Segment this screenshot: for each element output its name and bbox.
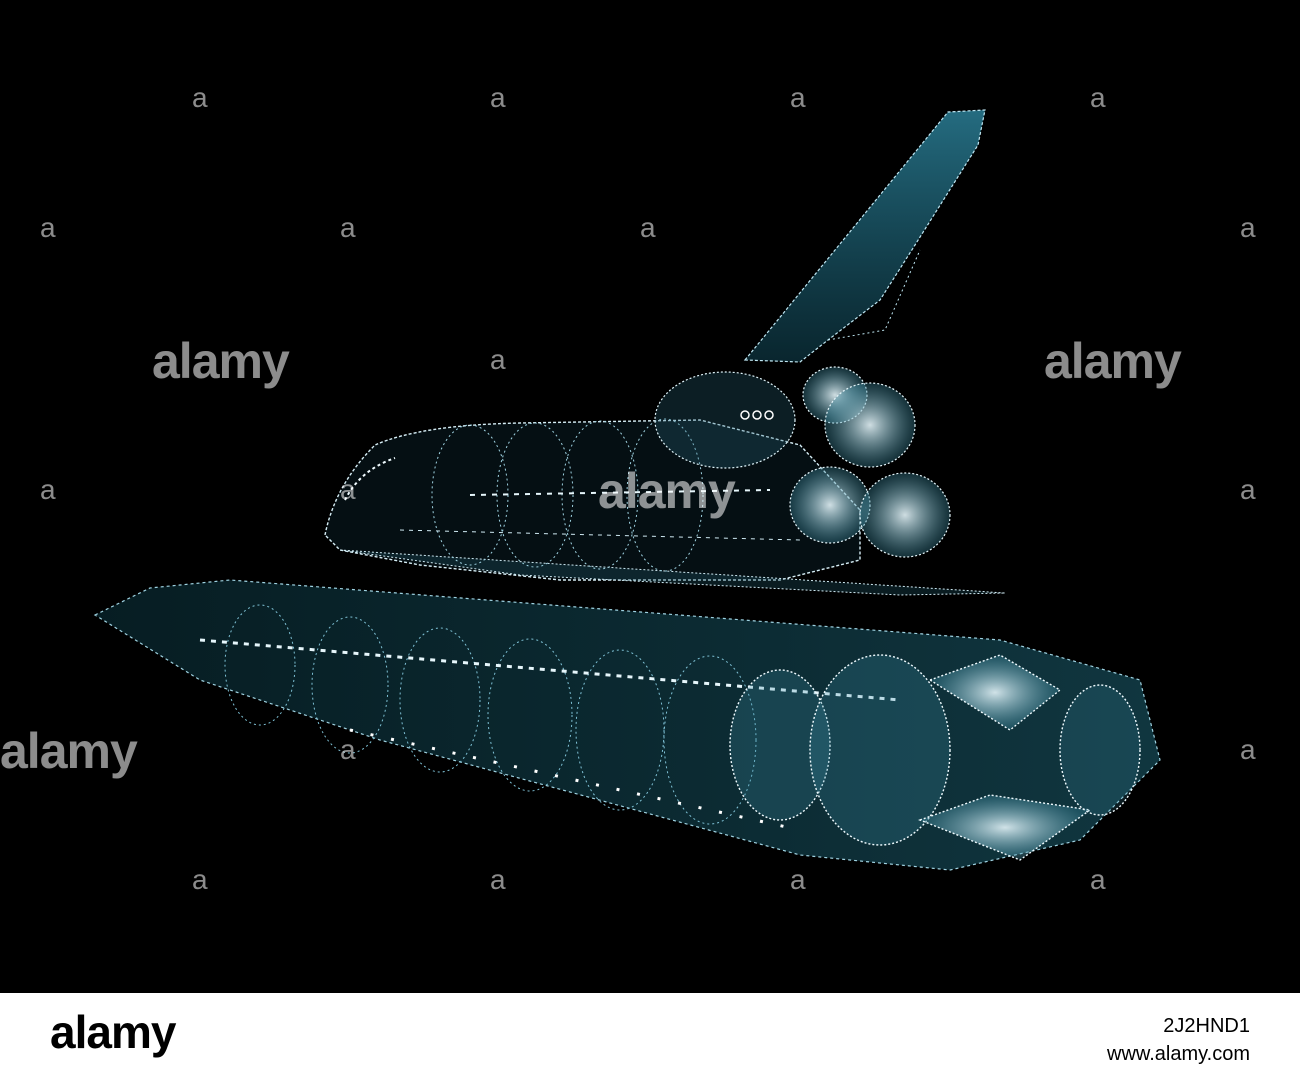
watermark-small-12: a: [340, 474, 356, 505]
watermark-small-14: a: [1240, 734, 1256, 765]
watermark-lower-left: alamy: [0, 723, 138, 779]
watermark-small-16: a: [490, 864, 506, 895]
orbiter-body: [324, 418, 1006, 596]
watermark-center: alamy: [598, 463, 736, 519]
footer-url: www.alamy.com: [1107, 1043, 1250, 1065]
watermark-right: alamy: [1044, 333, 1182, 389]
footer-bar: alamy 2J2HND1 www.alamy.com: [0, 993, 1300, 1073]
watermark-small-4: a: [1090, 82, 1106, 113]
watermark-small-5: a: [340, 212, 356, 243]
booster-engines: [729, 654, 1141, 861]
watermark-small-8: a: [1240, 212, 1256, 243]
watermark-small-1: a: [192, 82, 208, 113]
watermark-small-10: a: [40, 474, 56, 505]
alamy-logo: alamy: [50, 1006, 176, 1058]
orbiter-engines: [789, 366, 951, 558]
watermark-small-2: a: [490, 82, 506, 113]
watermark-small-17: a: [790, 864, 806, 895]
watermark-small-15: a: [192, 864, 208, 895]
watermark-small-3: a: [790, 82, 806, 113]
watermark-small-13: a: [340, 734, 356, 765]
watermark-small-11: a: [1240, 474, 1256, 505]
oms-pod: [654, 371, 796, 469]
image-id: 2J2HND1: [1163, 1015, 1250, 1037]
watermark-small-7: a: [40, 212, 56, 243]
watermark-small-9: a: [490, 344, 506, 375]
tail-fin: [743, 109, 986, 363]
watermark-small-6: a: [640, 212, 656, 243]
watermark-left: alamy: [152, 333, 290, 389]
watermark-small-18: a: [1090, 864, 1106, 895]
external-tank: [93, 579, 1161, 871]
